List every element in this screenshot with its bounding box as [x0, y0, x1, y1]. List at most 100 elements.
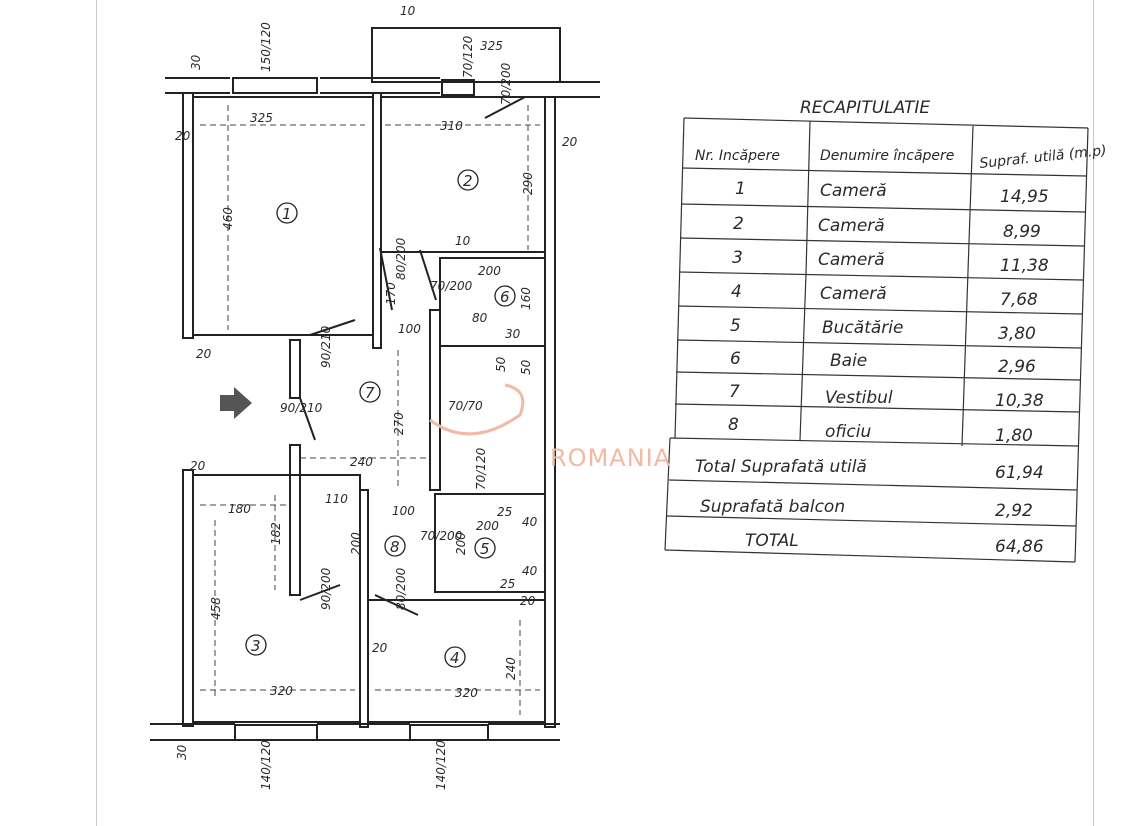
dim-label: 240 — [350, 455, 373, 469]
row-name: oficiu — [825, 422, 871, 442]
row-nr: 5 — [730, 316, 741, 336]
dim-label: 30 — [189, 54, 203, 70]
room-number-7: 7 — [365, 384, 375, 402]
dim-label: 20 — [196, 347, 212, 361]
summary-table — [664, 117, 1089, 563]
dim-label: 170 — [384, 282, 398, 305]
dim-label: 200 — [349, 532, 363, 555]
row-name: Cameră — [818, 216, 885, 236]
room-number-1: 1 — [282, 205, 292, 223]
balcony-value: 2,92 — [995, 501, 1033, 521]
row-area: 14,95 — [1000, 187, 1049, 207]
row-nr: 3 — [732, 248, 743, 268]
dim-label: 320 — [270, 684, 293, 698]
header-area: Supraf. utilă (m.p) — [979, 143, 1108, 172]
entrance-arrow-icon — [220, 387, 252, 419]
dim-label: 458 — [209, 597, 223, 620]
door-label: 90/200 — [319, 567, 333, 610]
dim-label: 10 — [455, 234, 471, 248]
door-label: 70/70 — [448, 399, 483, 413]
summary-title: RECAPITULATIE — [800, 98, 930, 118]
row-nr: 1 — [735, 179, 746, 199]
room-number-4: 4 — [450, 649, 460, 667]
dim-label: 180 — [228, 502, 251, 516]
row-nr: 6 — [730, 349, 741, 369]
row-area: 8,99 — [1003, 222, 1041, 242]
dim-label: 50 — [519, 359, 533, 375]
header-room-name: Denumire încăpere — [820, 148, 954, 164]
dim-label: 160 — [519, 287, 533, 310]
room-number-6: 6 — [500, 288, 510, 306]
dim-label: 200 — [478, 264, 501, 278]
dim-label: 200 — [476, 519, 499, 533]
dim-label: 270 — [392, 412, 406, 435]
watermark-text: ROMANIA — [550, 444, 672, 472]
header-room-number: Nr. Incăpere — [695, 148, 780, 164]
dim-label: 20 — [190, 459, 206, 473]
dim-label: 325 — [250, 111, 273, 125]
window-balcony — [441, 79, 475, 96]
door-window-labels: 150/120 70/120 70/200 80/200 70/200 90/2… — [259, 22, 513, 790]
row-area: 11,38 — [1000, 256, 1049, 276]
window-label: 70/120 — [461, 35, 475, 78]
dim-label: 200 — [454, 532, 468, 555]
row-area: 7,68 — [1000, 290, 1038, 310]
row-nr: 7 — [729, 382, 740, 402]
dim-label: 40 — [522, 515, 538, 529]
dim-label: 290 — [521, 172, 535, 195]
dim-label: 25 — [497, 505, 512, 519]
dim-label: 80 — [472, 311, 488, 325]
window-bottom-right — [409, 724, 489, 741]
row-area: 1,80 — [995, 426, 1033, 446]
row-name: Baie — [830, 351, 867, 371]
row-name: Vestibul — [825, 388, 893, 408]
watermark-logo — [429, 383, 525, 436]
sheet-edge-right — [1093, 0, 1094, 826]
summary-table-text: RECAPITULATIE Nr. Incăpere Denumire încă… — [695, 98, 1107, 557]
window-top-left — [232, 77, 318, 94]
total-useful-label: Total Suprafată utilă — [695, 457, 867, 477]
dim-label: 460 — [221, 207, 235, 230]
dim-label: 110 — [325, 492, 348, 506]
row-nr: 2 — [733, 214, 744, 234]
row-name: Bucătărie — [822, 318, 903, 338]
window-label: 70/120 — [474, 447, 488, 490]
room-number-5: 5 — [480, 540, 490, 558]
door-label: 80/200 — [394, 237, 408, 280]
door-label: 70/200 — [499, 62, 513, 105]
dim-label: 20 — [562, 135, 578, 149]
room-markers — [245, 169, 516, 668]
total-useful-value: 61,94 — [995, 463, 1044, 483]
dim-label: 30 — [505, 327, 521, 341]
dim-label: 20 — [520, 594, 536, 608]
window-label: 140/120 — [259, 740, 273, 790]
total-value: 64,86 — [995, 537, 1044, 557]
row-area: 2,96 — [998, 357, 1036, 377]
row-nr: 8 — [728, 415, 739, 435]
balcony-label: Suprafată balcon — [700, 497, 845, 517]
row-area: 10,38 — [995, 391, 1044, 411]
dim-label: 320 — [455, 686, 478, 700]
dim-label: 20 — [372, 641, 388, 655]
walls — [150, 27, 600, 741]
dim-label: 240 — [504, 657, 518, 680]
dimension-lines — [200, 105, 540, 715]
door-label: 70/200 — [430, 279, 473, 293]
room-numbers: 1 2 3 4 5 6 7 8 — [251, 172, 510, 667]
window-label: 140/120 — [434, 740, 448, 790]
door-label: 70/200 — [420, 529, 463, 543]
dimension-labels: 325 325 310 460 290 200 160 170 100 80 3… — [175, 4, 578, 760]
sheet-edge-left — [96, 0, 97, 826]
window-label: 150/120 — [259, 22, 273, 72]
dim-label: 10 — [400, 4, 416, 18]
room-number-3: 3 — [251, 637, 261, 655]
row-name: Cameră — [820, 181, 887, 201]
door-label: 80/200 — [394, 567, 408, 610]
dim-label: 310 — [440, 119, 463, 133]
dim-label: 20 — [175, 129, 191, 143]
dim-label: 30 — [175, 744, 189, 760]
balcony-outline — [371, 27, 561, 83]
dim-label: 325 — [480, 39, 503, 53]
